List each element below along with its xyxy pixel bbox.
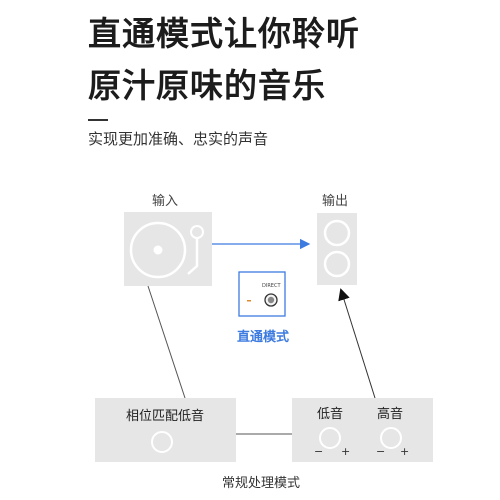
- bass-knob-icon: [319, 427, 341, 449]
- treble-knob-icon: [380, 427, 402, 449]
- bass-plus-sign: +: [341, 445, 351, 458]
- output-label: 输出: [322, 194, 349, 209]
- phase-box-label: 相位匹配低音: [126, 409, 205, 424]
- bass-label: 低音: [317, 407, 344, 422]
- headline-line-2: 原汁原味的音乐: [88, 66, 326, 105]
- treble-label: 高音: [377, 407, 404, 422]
- connector-tone-to-speaker: [338, 288, 376, 399]
- subtitle: 实现更加准确、忠实的声音: [88, 130, 269, 148]
- direct-switch-text: DIRECT: [262, 283, 281, 289]
- tone-control-box: [292, 398, 433, 462]
- treble-plus-sign: +: [400, 445, 410, 458]
- speaker-icon: [317, 213, 357, 285]
- turntable-icon: [124, 212, 212, 286]
- input-label: 输入: [152, 194, 179, 209]
- headline-line-1: 直通模式让你聆听: [88, 14, 360, 53]
- direct-switch-icon: [238, 271, 286, 317]
- direct-mode-label: 直通模式: [237, 330, 290, 345]
- connector-turntable-to-phase: [147, 285, 186, 399]
- title-rule: [88, 119, 108, 121]
- phase-knob-icon: [151, 431, 173, 453]
- normal-mode-label: 常规处理模式: [222, 476, 301, 491]
- treble-minus-sign: −: [376, 445, 386, 458]
- bass-minus-sign: −: [314, 445, 324, 458]
